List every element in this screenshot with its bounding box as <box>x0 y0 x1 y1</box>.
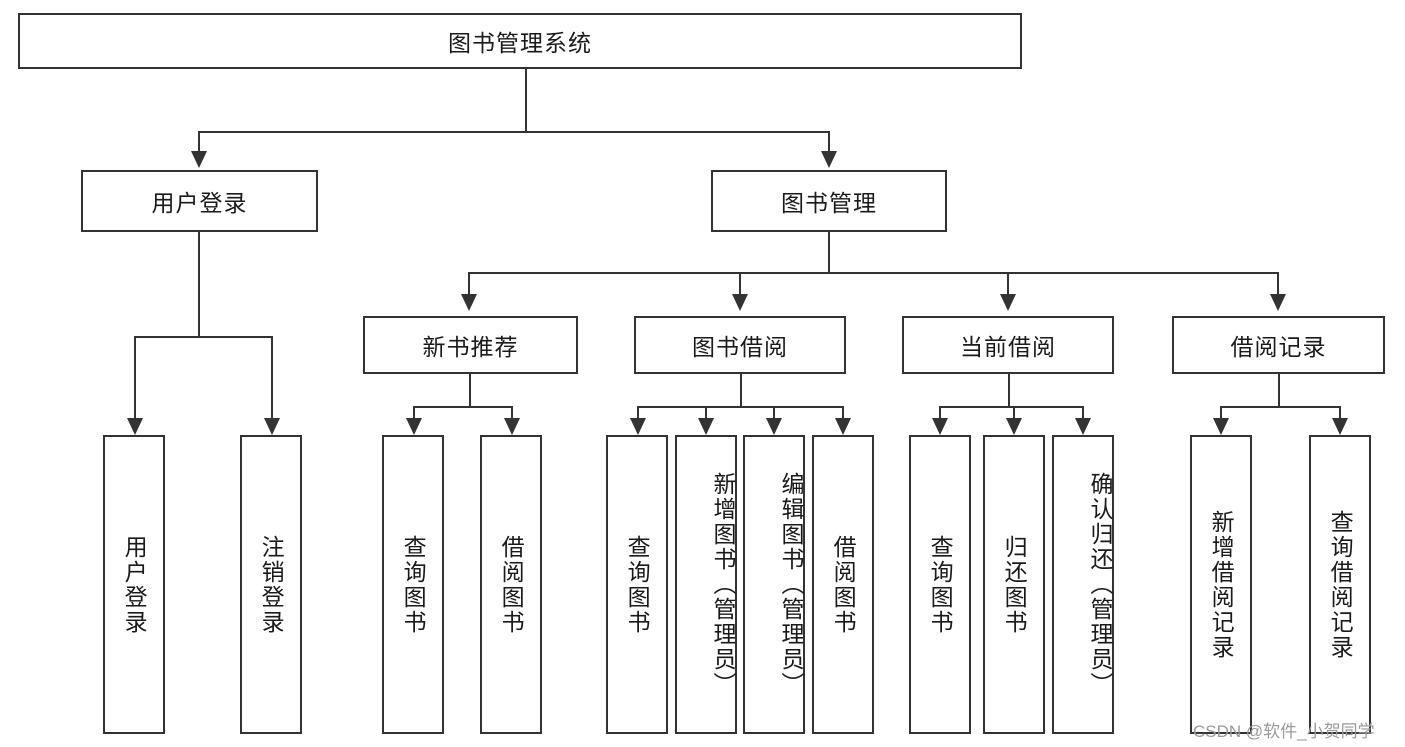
connector-br-to-leaf-1 <box>1339 406 1341 418</box>
arrowhead-cb-to-leaf-1 <box>1006 418 1022 435</box>
node-label: 当前借阅 <box>960 334 1056 360</box>
arrowhead-bm-to-borrow-record <box>1270 294 1286 311</box>
node-label: 查询借阅记录 <box>1327 509 1354 660</box>
leaf-book-borrow-0[interactable]: 查询图书 <box>606 435 668 734</box>
connector-user-login-to-leaf-1 <box>271 336 273 418</box>
connector-new-book-stem <box>469 374 471 406</box>
connector-root-to-book-management <box>828 131 830 151</box>
connector-borrow-record-bus <box>1220 406 1340 408</box>
leaf-current-borrow-2[interactable]: 确认归还（管理员） <box>1052 435 1114 734</box>
connector-user-login-stem <box>198 232 200 336</box>
arrowhead-nb-to-leaf-0 <box>406 418 422 435</box>
connector-bb-to-leaf-1 <box>705 406 707 418</box>
arrowhead-root-to-user-login <box>191 151 207 168</box>
connector-bm-to-borrow-record <box>1277 272 1279 294</box>
connector-user-login-to-leaf-0 <box>134 336 136 418</box>
leaf-current-borrow-0[interactable]: 查询图书 <box>909 435 971 734</box>
connector-book-management-stem <box>828 232 830 272</box>
leaf-new-book-recommend-0[interactable]: 查询图书 <box>382 435 444 734</box>
arrowhead-bb-to-leaf-1 <box>698 418 714 435</box>
connector-borrow-record-stem <box>1278 374 1280 406</box>
leaf-book-borrow-3[interactable]: 借阅图书 <box>812 435 874 734</box>
node-label: 图书借阅 <box>692 334 788 360</box>
node-label: 新书推荐 <box>422 334 519 360</box>
arrowhead-bm-to-current-borrow <box>1000 294 1016 311</box>
node-label: 图书管理系统 <box>448 30 592 56</box>
connector-bb-to-leaf-3 <box>842 406 844 418</box>
arrowhead-nb-to-leaf-1 <box>504 418 520 435</box>
connector-root-stem <box>525 69 527 131</box>
connector-bb-to-leaf-2 <box>773 406 775 418</box>
node-label: 查询图书 <box>400 534 427 635</box>
leaf-borrow-record-1[interactable]: 查询借阅记录 <box>1309 435 1371 734</box>
node-book-management[interactable]: 图书管理 <box>711 170 947 232</box>
connector-root-to-user-login <box>198 131 200 151</box>
node-root-book-management-system[interactable]: 图书管理系统 <box>18 13 1022 69</box>
leaf-borrow-record-0[interactable]: 新增借阅记录 <box>1190 435 1252 734</box>
node-label: 用户登录 <box>121 534 148 635</box>
leaf-user-login-0[interactable]: 用户登录 <box>103 435 165 734</box>
connector-user-login-bus <box>134 336 272 338</box>
connector-current-borrow-bus <box>939 406 1083 408</box>
connector-book-borrow-stem <box>740 374 742 406</box>
node-label: 确认归还（管理员） <box>1087 472 1113 697</box>
node-book-borrow[interactable]: 图书借阅 <box>634 316 846 374</box>
arrowhead-bm-to-book-borrow <box>732 294 748 311</box>
arrowhead-br-to-leaf-0 <box>1213 418 1229 435</box>
node-current-borrow[interactable]: 当前借阅 <box>902 316 1114 374</box>
leaf-new-book-recommend-1[interactable]: 借阅图书 <box>480 435 542 734</box>
node-label: 归还图书 <box>1001 534 1028 635</box>
arrowhead-cb-to-leaf-2 <box>1075 418 1091 435</box>
connector-bm-to-new-book <box>468 272 470 294</box>
arrowhead-user-login-to-leaf-0 <box>127 418 143 435</box>
node-label: 借阅图书 <box>498 534 525 635</box>
node-label: 借阅记录 <box>1230 334 1327 360</box>
leaf-book-borrow-2[interactable]: 编辑图书（管理员） <box>743 435 805 734</box>
node-label: 查询图书 <box>624 534 651 635</box>
connector-cb-to-leaf-2 <box>1082 406 1084 418</box>
node-label: 借阅图书 <box>830 534 857 635</box>
connector-new-book-bus <box>413 406 512 408</box>
arrowhead-bb-to-leaf-0 <box>630 418 646 435</box>
connector-bm-to-book-borrow <box>739 272 741 294</box>
arrowhead-bb-to-leaf-2 <box>766 418 782 435</box>
node-label: 图书管理 <box>781 190 877 216</box>
connector-nb-to-leaf-1 <box>511 406 513 418</box>
node-new-book-recommend[interactable]: 新书推荐 <box>363 316 578 374</box>
arrowhead-bm-to-new-book <box>461 294 477 311</box>
leaf-book-borrow-1[interactable]: 新增图书（管理员） <box>675 435 737 734</box>
node-label: 新增借阅记录 <box>1208 509 1235 660</box>
node-label: 用户登录 <box>151 190 248 216</box>
arrowhead-bb-to-leaf-3 <box>835 418 851 435</box>
connector-root-bus <box>198 131 828 133</box>
node-label: 查询图书 <box>927 534 954 635</box>
connector-bb-to-leaf-0 <box>637 406 639 418</box>
connector-br-to-leaf-0 <box>1220 406 1222 418</box>
node-label: 注销登录 <box>258 534 285 635</box>
arrowhead-br-to-leaf-1 <box>1332 418 1348 435</box>
leaf-user-login-1[interactable]: 注销登录 <box>240 435 302 734</box>
arrowhead-cb-to-leaf-0 <box>932 418 948 435</box>
connector-current-borrow-stem <box>1008 374 1010 406</box>
node-user-login[interactable]: 用户登录 <box>81 170 318 232</box>
arrowhead-user-login-to-leaf-1 <box>264 418 280 435</box>
leaf-current-borrow-1[interactable]: 归还图书 <box>983 435 1045 734</box>
connector-cb-to-leaf-0 <box>939 406 941 418</box>
connector-book-management-bus <box>468 272 1277 274</box>
connector-nb-to-leaf-0 <box>413 406 415 418</box>
node-label: 编辑图书（管理员） <box>778 472 804 697</box>
node-borrow-record[interactable]: 借阅记录 <box>1172 316 1385 374</box>
node-label: 新增图书（管理员） <box>710 472 736 697</box>
connector-cb-to-leaf-1 <box>1013 406 1015 418</box>
connector-bm-to-current-borrow <box>1007 272 1009 294</box>
connector-book-borrow-bus <box>637 406 843 408</box>
arrowhead-root-to-book-management <box>821 151 837 168</box>
